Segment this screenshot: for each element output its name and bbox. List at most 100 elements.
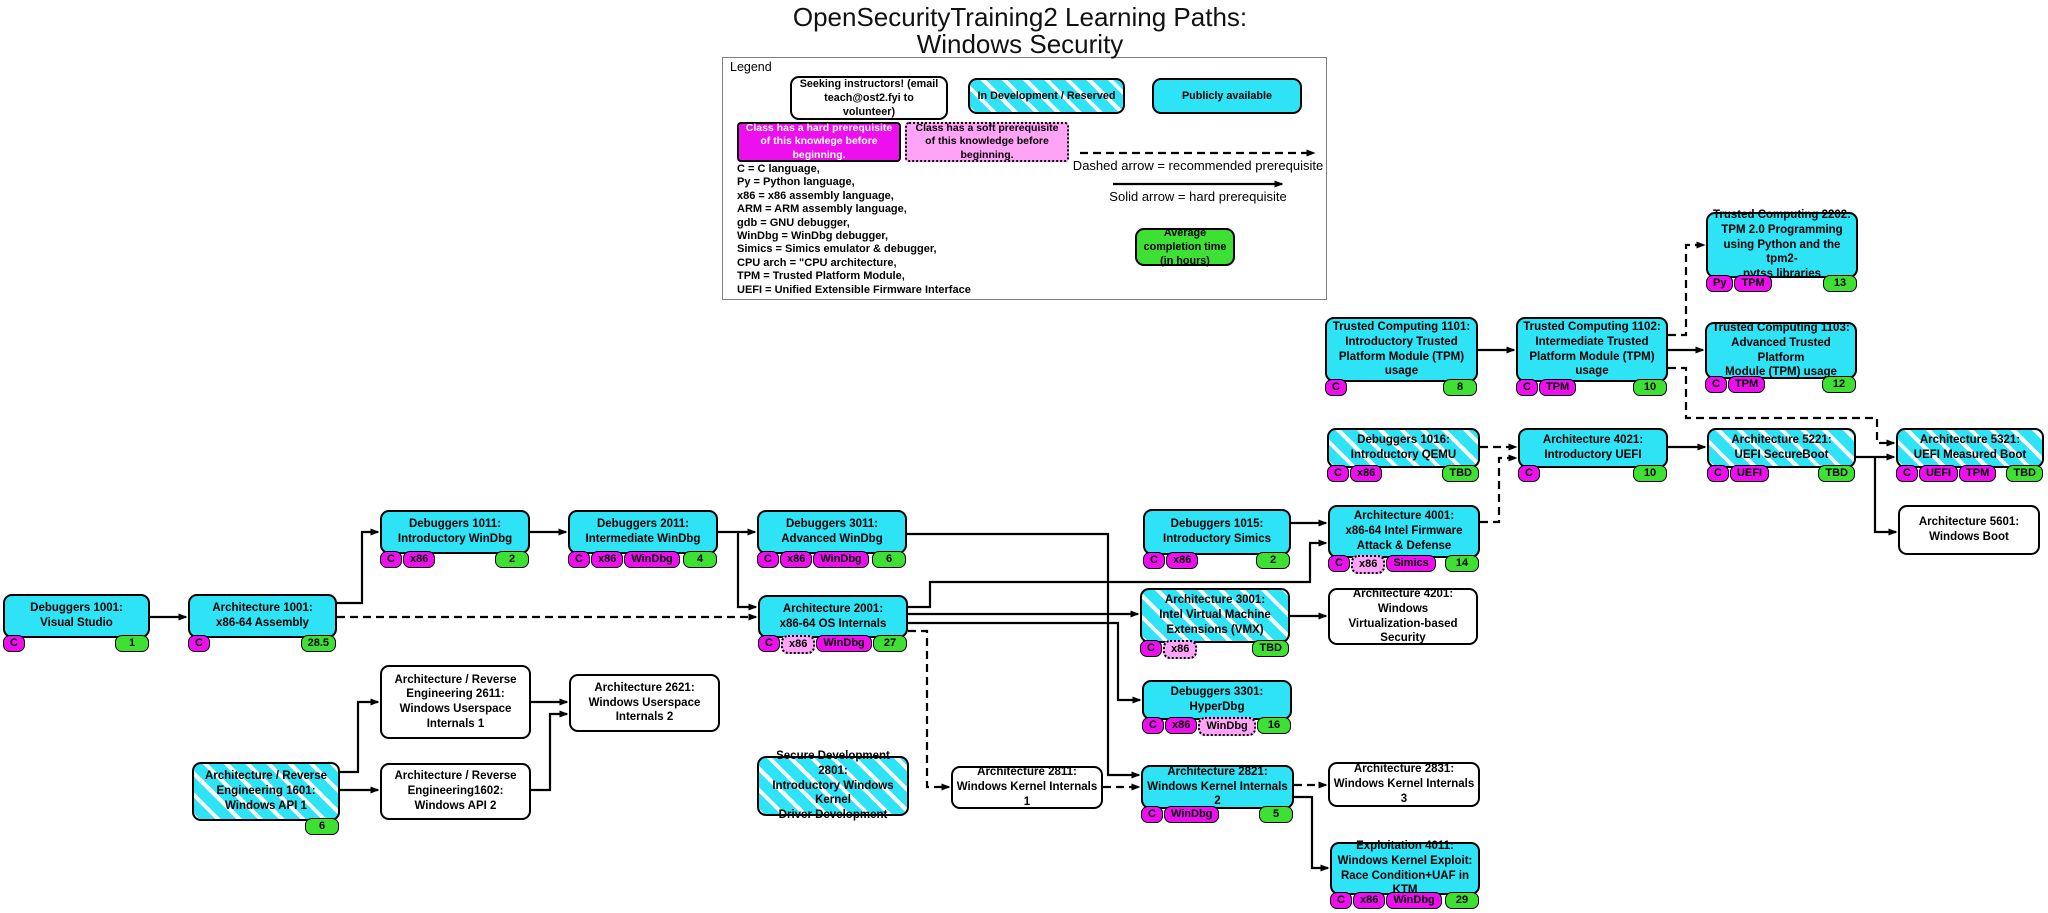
course-node-architecture-2621[interactable]: Architecture 2621: Windows Userspace Int… <box>569 674 720 732</box>
hard-prereq-badge-x86: x86 <box>1165 552 1199 569</box>
legend-dashed-arrow-label: Dashed arrow = recommended prerequisite <box>1072 158 1324 173</box>
legend-avg-completion-time-box: Average completion time (in hours) <box>1135 227 1235 267</box>
course-node-exploitation-4011[interactable]: Exploitation 4011: Windows Kernel Exploi… <box>1330 840 1480 896</box>
time-badge-row-debuggers-1015: 2 <box>1229 552 1291 570</box>
course-node-debuggers-1011[interactable]: Debuggers 1011: Introductory WinDbg <box>380 510 530 554</box>
hard-prereq-badge-C: C <box>1707 465 1729 482</box>
hard-prereq-badge-x86: x86 <box>1164 717 1198 734</box>
hard-prereq-badge-WinDbg: WinDbg <box>813 551 869 568</box>
hard-prereq-badge-Simics: Simics <box>1386 555 1436 572</box>
course-node-architecture-5601[interactable]: Architecture 5601: Windows Boot <box>1898 505 2040 555</box>
completion-time-badge: 29 <box>1445 892 1479 909</box>
hard-prereq-badge-C: C <box>188 635 210 652</box>
hard-prereq-badge-TPM: TPM <box>1538 379 1577 396</box>
time-badge-row-architecture-2001: 27 <box>846 635 908 653</box>
hard-prereq-badge-UEFI: UEFI <box>1729 465 1770 482</box>
course-node-architecture-2811[interactable]: Architecture 2811: Windows Kernel Intern… <box>951 766 1103 809</box>
course-node-secure-development-2801[interactable]: Secure Development 2801: Introductory Wi… <box>757 750 909 821</box>
legend-abbreviation: x86 = x86 assembly language, <box>737 189 894 202</box>
course-node-architecture-4201[interactable]: Architecture 4201: Windows Virtualizatio… <box>1328 588 1478 645</box>
completion-time-badge: TBD <box>2006 465 2043 482</box>
time-badge-row-debuggers-1001: 1 <box>88 635 150 653</box>
soft-prereq-badge-x86: x86 <box>1162 640 1198 659</box>
hard-prereq-badge-C: C <box>1325 379 1347 396</box>
legend-solid-arrow-label: Solid arrow = hard prerequisite <box>1109 189 1287 204</box>
hard-prereq-badge-C: C <box>1140 640 1162 657</box>
course-node-architecture-2001[interactable]: Architecture 2001: x86-64 OS Internals <box>758 595 908 638</box>
time-badge-row-architecture-1001: 28.5 <box>275 635 337 653</box>
hard-prereq-badge-UEFI: UEFI <box>1918 465 1959 482</box>
edge-arch-re-1602-to-architecture-2621 <box>531 710 569 792</box>
hard-prereq-badge-C: C <box>568 551 590 568</box>
time-badge-row-debuggers-3301: 16 <box>1230 717 1292 735</box>
hard-prereq-badge-x86: x86 <box>402 551 436 568</box>
time-badge-row-architecture-2821: 5 <box>1232 806 1294 824</box>
time-badge-row-exploitation-4011: 29 <box>1418 892 1480 910</box>
course-node-arch-re-2611[interactable]: Architecture / Reverse Engineering 2611:… <box>380 665 531 739</box>
edge-architecture-5221-to-architecture-5601 <box>1873 457 1898 536</box>
course-node-debuggers-2011[interactable]: Debuggers 2011: Intermediate WinDbg <box>568 510 718 554</box>
completion-time-badge: 2 <box>495 551 529 568</box>
legend-abbreviation: CPU arch = "CPU architecture, <box>737 256 897 269</box>
prereq-badges-trusted-computing-1101: C <box>1325 379 1348 397</box>
hard-prereq-badge-x86: x86 <box>1349 465 1383 482</box>
completion-time-badge: 16 <box>1257 717 1291 734</box>
hard-prereq-badge-C: C <box>1141 806 1163 823</box>
course-node-architecture-1001[interactable]: Architecture 1001: x86-64 Assembly <box>188 594 337 638</box>
course-node-architecture-2831[interactable]: Architecture 2831: Windows Kernel Intern… <box>1328 762 1480 807</box>
time-badge-row-architecture-3001: TBD <box>1228 640 1290 658</box>
course-node-trusted-computing-1102[interactable]: Trusted Computing 1102: Intermediate Tru… <box>1516 317 1668 382</box>
completion-time-badge: 13 <box>1823 275 1857 292</box>
hard-prereq-badge-C: C <box>1142 717 1164 734</box>
time-badge-row-architecture-4001: 14 <box>1418 555 1480 573</box>
completion-time-badge: 14 <box>1445 555 1479 572</box>
completion-time-badge: 6 <box>872 551 906 568</box>
course-node-debuggers-1016[interactable]: Debuggers 1016: Introductory QEMU <box>1327 428 1480 468</box>
course-node-debuggers-1015[interactable]: Debuggers 1015: Introductory Simics <box>1143 509 1291 555</box>
hard-prereq-badge-C: C <box>1896 465 1918 482</box>
legend-abbreviation: C = C language, <box>737 163 820 175</box>
course-node-debuggers-3011[interactable]: Debuggers 3011: Advanced WinDbg <box>757 510 907 554</box>
course-node-architecture-3001[interactable]: Architecture 3001: Intel Virtual Machine… <box>1140 588 1290 643</box>
course-node-trusted-computing-1101[interactable]: Trusted Computing 1101: Introductory Tru… <box>1325 317 1478 382</box>
course-node-debuggers-3301[interactable]: Debuggers 3301: HyperDbg <box>1142 680 1292 720</box>
course-node-arch-re-1601[interactable]: Architecture / Reverse Engineering 1601:… <box>192 762 340 821</box>
course-node-trusted-computing-1103[interactable]: Trusted Computing 1103: Advanced Trusted… <box>1705 322 1857 379</box>
hard-prereq-badge-C: C <box>1330 892 1352 909</box>
course-node-arch-re-1602[interactable]: Architecture / Reverse Engineering1602: … <box>380 763 531 820</box>
completion-time-badge: TBD <box>1442 465 1479 482</box>
hard-prereq-badge-TPM: TPM <box>1734 275 1772 292</box>
course-node-architecture-5321[interactable]: Architecture 5321: UEFI Measured Boot <box>1896 428 2044 468</box>
page-title-line2: Windows Security <box>916 29 1124 60</box>
completion-time-badge: 27 <box>873 635 907 652</box>
time-badge-row-debuggers-3011: 6 <box>845 551 907 569</box>
edge-architecture-2001-to-architecture-2811 <box>908 629 951 791</box>
edge-trusted-computing-1102-to-architecture-5321 <box>1668 366 1896 447</box>
prereq-badges-architecture-1001: C <box>188 635 211 653</box>
course-node-architecture-4021[interactable]: Architecture 4021: Introductory UEFI <box>1518 428 1668 468</box>
hard-prereq-badge-C: C <box>1516 379 1538 396</box>
course-node-debuggers-1001[interactable]: Debuggers 1001: Visual Studio <box>3 594 150 638</box>
legend-abbreviation: gdb = GNU debugger, <box>737 216 850 229</box>
edge-trusted-computing-1102-to-trusted-computing-2202 <box>1668 241 1706 337</box>
legend-abbreviations: C = C language,Py = Python language,x86 … <box>737 163 971 297</box>
time-badge-row-architecture-4021: 10 <box>1606 465 1668 483</box>
course-node-architecture-4001[interactable]: Architecture 4001: x86-64 Intel Firmware… <box>1328 505 1480 558</box>
edge-architecture-2001-to-debuggers-3301 <box>908 621 1142 704</box>
legend-abbreviation: Simics = Simics emulator & debugger, <box>737 243 937 256</box>
completion-time-badge: 5 <box>1259 806 1293 823</box>
legend-seeking-instructors-box: Seeking instructors! (email teach@ost2.f… <box>790 76 948 120</box>
course-node-architecture-2821[interactable]: Architecture 2821: Windows Kernel Intern… <box>1141 765 1294 809</box>
course-node-architecture-5221[interactable]: Architecture 5221: UEFI SecureBoot <box>1707 428 1856 468</box>
hard-prereq-badge-C: C <box>1518 465 1540 482</box>
time-badge-row-trusted-computing-1102: 10 <box>1606 379 1668 397</box>
course-node-trusted-computing-2202[interactable]: Trusted Computing 2202: TPM 2.0 Programm… <box>1706 209 1858 280</box>
